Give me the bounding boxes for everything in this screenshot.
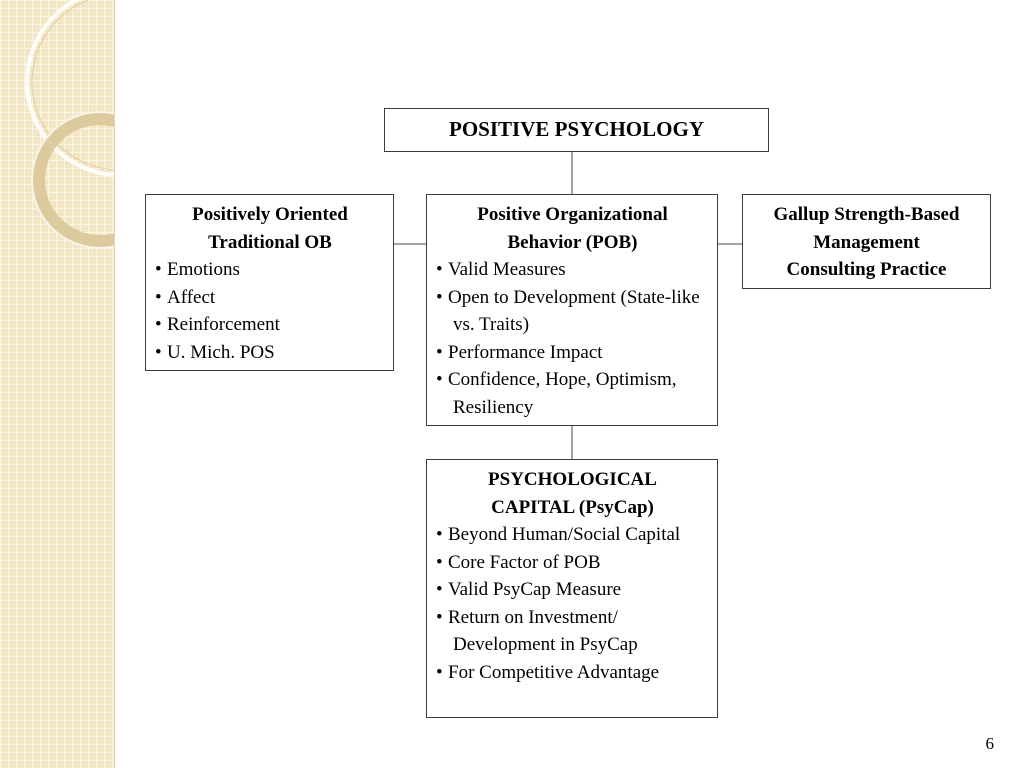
pob-item: Confidence, Hope, Optimism, Resiliency	[436, 366, 709, 421]
pob-item: Open to Development (State-like vs. Trai…	[436, 284, 709, 339]
gallup-title-line: Gallup Strength-Based	[773, 204, 960, 225]
psycap-title-line: CAPITAL (PsyCap)	[491, 496, 654, 518]
decorative-ring-large-shadow	[31, 0, 114, 171]
psycap-title-line: PSYCHOLOGICAL	[488, 469, 657, 490]
psycap-item: Return on Investment/ Development in Psy…	[436, 604, 709, 659]
gallup-title-line: Management	[813, 231, 920, 253]
traditional-ob-title: Positively Oriented Traditional OB	[155, 201, 385, 256]
psycap-item: Beyond Human/Social Capital	[436, 521, 709, 549]
positive-psychology-box: POSITIVE PSYCHOLOGY	[384, 108, 769, 152]
traditional-ob-list: Emotions Affect Reinforcement U. Mich. P…	[155, 256, 385, 366]
positive-psychology-label: POSITIVE PSYCHOLOGY	[449, 117, 704, 142]
pob-box: Positive Organizational Behavior (POB) V…	[426, 194, 718, 426]
gallup-title-line: Consulting Practice	[786, 259, 947, 280]
decorative-ring-small-highlight	[31, 111, 114, 249]
traditional-ob-item: Reinforcement	[155, 311, 385, 339]
pob-title-line: Positive Organizational	[477, 204, 668, 225]
traditional-ob-box: Positively Oriented Traditional OB Emoti…	[145, 194, 394, 371]
traditional-ob-title-line: Positively Oriented	[192, 204, 348, 225]
decorative-rings	[25, 0, 114, 249]
traditional-ob-item: Affect	[155, 284, 385, 312]
psycap-item: For Competitive Advantage	[436, 659, 709, 687]
side-panel-edge	[114, 0, 115, 768]
pob-title: Positive Organizational Behavior (POB)	[436, 201, 709, 256]
pob-list: Valid Measures Open to Development (Stat…	[436, 256, 709, 421]
pob-item: Performance Impact	[436, 339, 709, 367]
traditional-ob-title-line: Traditional OB	[208, 231, 332, 253]
gallup-box: Gallup Strength-Based Management Consult…	[742, 194, 991, 289]
decorative-ring-small	[31, 111, 114, 249]
decorative-ring-large	[25, 0, 114, 177]
psycap-item: Core Factor of POB	[436, 549, 709, 577]
gallup-title: Gallup Strength-Based Management Consult…	[747, 201, 986, 284]
traditional-ob-item: U. Mich. POS	[155, 339, 385, 367]
decorative-side-panel	[0, 0, 114, 768]
psycap-title: PSYCHOLOGICAL CAPITAL (PsyCap)	[436, 466, 709, 521]
traditional-ob-item: Emotions	[155, 256, 385, 284]
pob-item: Valid Measures	[436, 256, 709, 284]
pob-title-line: Behavior (POB)	[507, 231, 638, 253]
psycap-box: PSYCHOLOGICAL CAPITAL (PsyCap) Beyond Hu…	[426, 459, 718, 718]
psycap-item: Valid PsyCap Measure	[436, 576, 709, 604]
page-number: 6	[985, 734, 995, 753]
psycap-list: Beyond Human/Social Capital Core Factor …	[436, 521, 709, 686]
